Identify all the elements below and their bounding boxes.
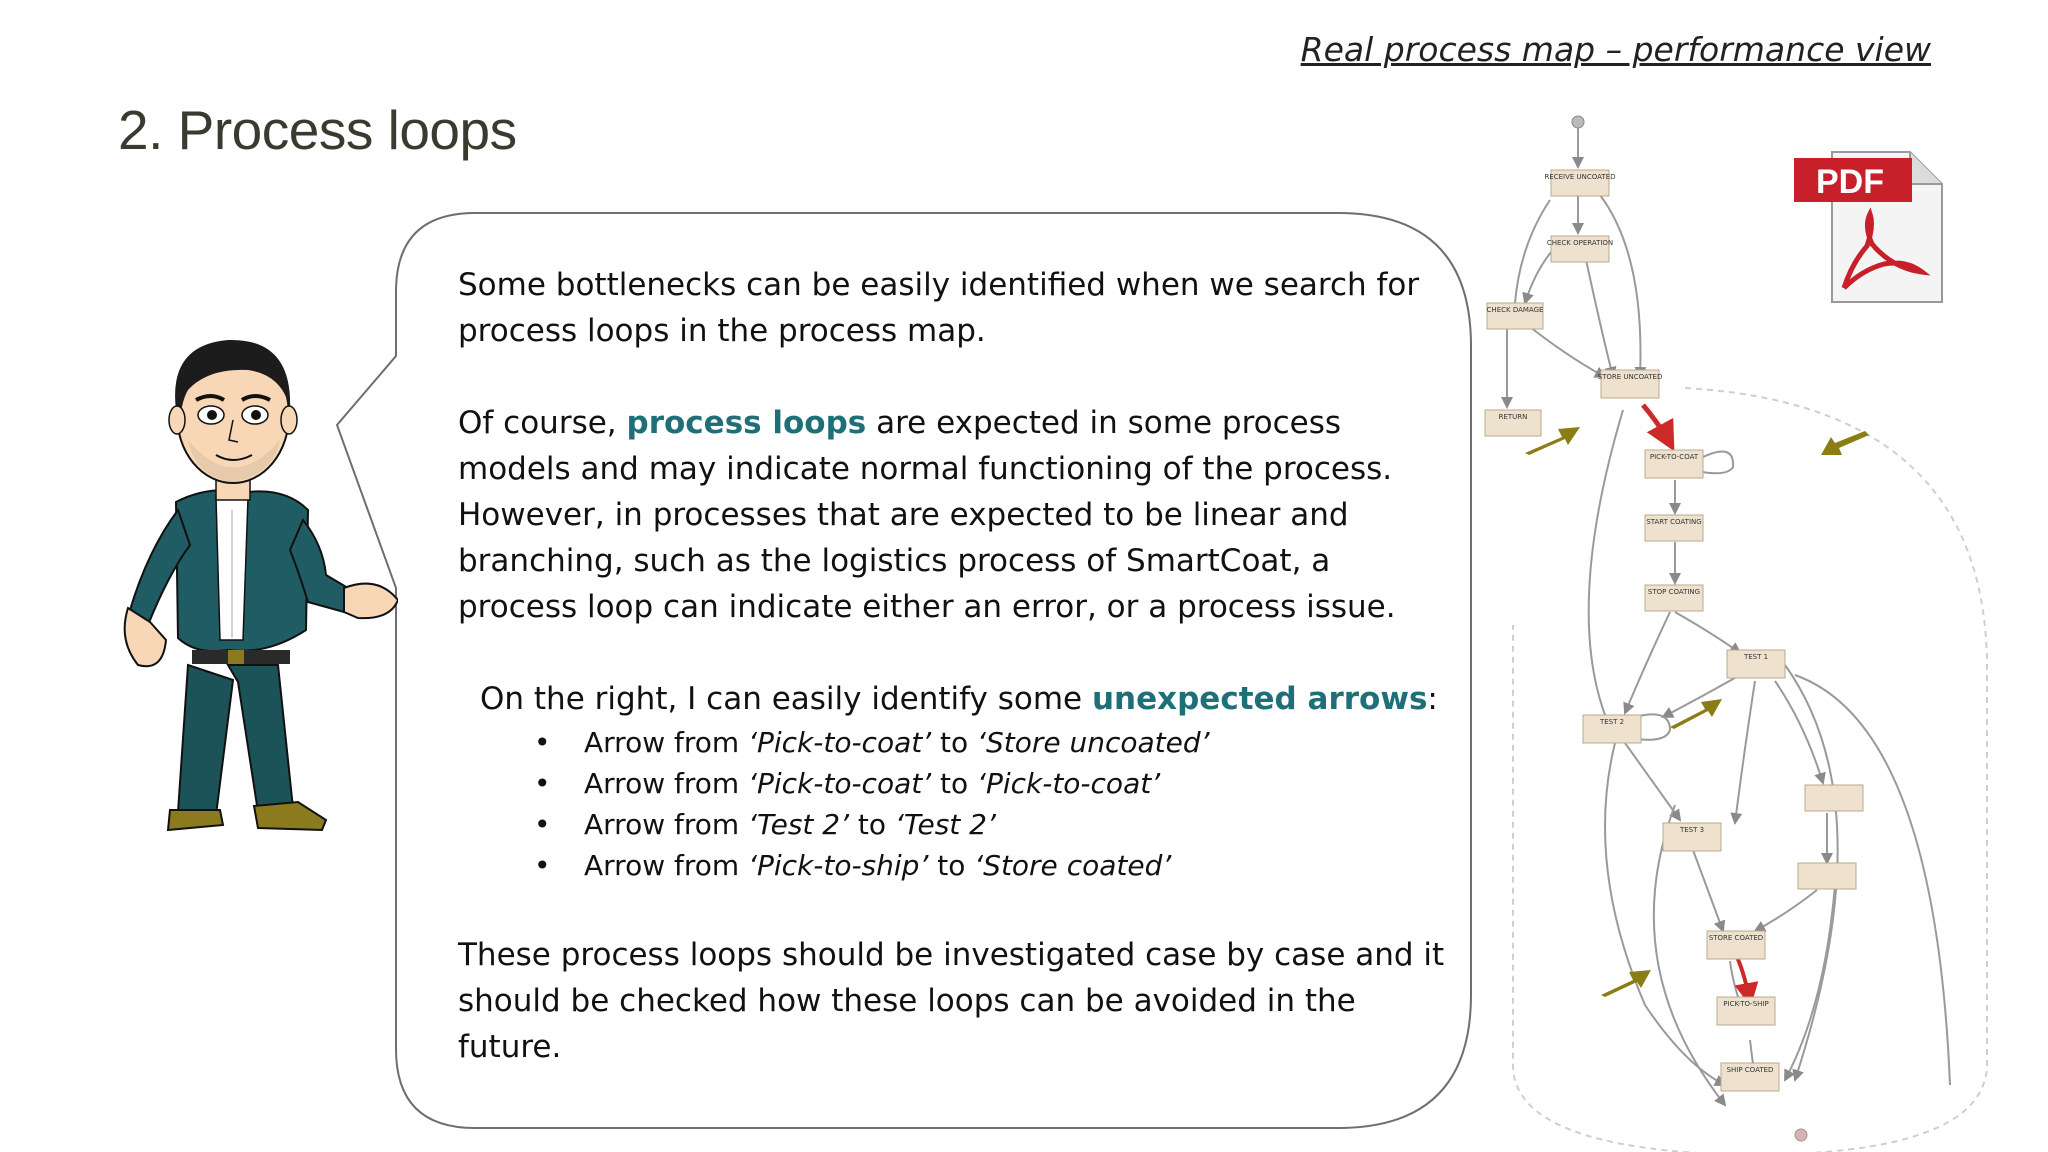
paragraph-expected-loops-prefix: Of course, bbox=[458, 405, 627, 441]
loop-edge-pick-to-ship bbox=[1734, 956, 1759, 1007]
list-item: • Arrow from ‘Test 2’ to ‘Test 2’ bbox=[534, 804, 1448, 845]
arrow-list: • Arrow from ‘Pick-to-coat’ to ‘Store unc… bbox=[458, 722, 1448, 886]
node-label: TEST 1 bbox=[1743, 653, 1768, 661]
bullet-to: ‘Pick-to-coat’ bbox=[977, 767, 1161, 800]
list-item: • Arrow from ‘Pick-to-coat’ to ‘Store unc… bbox=[534, 722, 1448, 763]
speech-bubble bbox=[330, 208, 1480, 1133]
pointer-arrow-icon bbox=[1525, 427, 1580, 455]
map-edges bbox=[1501, 128, 1951, 1107]
bubble-text: Some bottlenecks can be easily identifie… bbox=[458, 262, 1448, 1070]
map-nodes: RECEIVE UNCOATED CHECK OPERATION CHECK D… bbox=[1484, 169, 1864, 1092]
node-pick-to-coat bbox=[1644, 449, 1704, 479]
pointer-arrow-icon bbox=[1601, 970, 1651, 997]
node-label: TEST 2 bbox=[1599, 718, 1624, 726]
dashed-frame-edge bbox=[1512, 387, 1988, 1152]
node-test-3 bbox=[1662, 822, 1722, 852]
paragraph-unexpected-colon: : bbox=[1427, 681, 1438, 717]
bullet-prefix: Arrow from bbox=[584, 808, 749, 841]
node-unlabeled-a bbox=[1804, 784, 1864, 812]
node-label: RETURN bbox=[1499, 413, 1528, 421]
highlight-process-loops: process loops bbox=[626, 405, 867, 441]
node-label: PICK-TO-SHIP bbox=[1723, 1000, 1768, 1008]
list-item: • Arrow from ‘Pick-to-ship’ to ‘Store coa… bbox=[534, 845, 1448, 886]
node-label: STORE COATED bbox=[1709, 934, 1763, 942]
bullet-dot: • bbox=[534, 767, 551, 800]
bullet-to-word: to bbox=[928, 849, 975, 882]
start-node bbox=[1571, 115, 1585, 129]
node-pick-to-ship bbox=[1716, 996, 1776, 1026]
node-return bbox=[1484, 409, 1542, 437]
bullet-from: ‘Test 2’ bbox=[748, 808, 850, 841]
node-label: CHECK DAMAGE bbox=[1487, 306, 1544, 314]
bullet-dot: • bbox=[534, 849, 551, 882]
list-item: • Arrow from ‘Pick-to-coat’ to ‘Pick-to-c… bbox=[534, 763, 1448, 804]
loop-pick-to-coat bbox=[1696, 450, 1735, 475]
bullet-prefix: Arrow from bbox=[584, 767, 749, 800]
highlight-unexpected-arrows: unexpected arrows bbox=[1091, 681, 1428, 717]
node-stop-coating bbox=[1644, 584, 1704, 612]
bullet-prefix: Arrow from bbox=[584, 849, 749, 882]
paragraph-unexpected-prefix: On the right, I can easily identify some bbox=[480, 681, 1092, 717]
bullet-to-word: to bbox=[849, 808, 895, 841]
bullet-from: ‘Pick-to-ship’ bbox=[748, 849, 929, 882]
loop-edge-store-uncoated bbox=[1641, 403, 1675, 452]
node-label: CHECK OPERATION bbox=[1547, 239, 1613, 247]
presenter-character bbox=[123, 339, 398, 832]
pdf-label: PDF bbox=[1816, 163, 1884, 201]
node-check-damage bbox=[1486, 302, 1544, 330]
pointer-arrows bbox=[1525, 427, 1869, 997]
node-ship-coated bbox=[1720, 1062, 1780, 1092]
bullet-dot: • bbox=[534, 726, 551, 759]
bullet-to: ‘Test 2’ bbox=[894, 808, 996, 841]
speech-bubble-outline bbox=[335, 212, 1472, 1129]
node-unlabeled-b bbox=[1797, 862, 1857, 890]
node-label: START COATING bbox=[1646, 518, 1701, 526]
node-label: RECEIVE UNCOATED bbox=[1544, 173, 1615, 181]
paragraph-bottlenecks: Some bottlenecks can be easily identifie… bbox=[458, 267, 1420, 349]
node-test-2 bbox=[1582, 714, 1642, 744]
node-label: PICK-TO-COAT bbox=[1650, 453, 1699, 461]
end-node bbox=[1794, 1128, 1808, 1142]
bullet-to: ‘Store coated’ bbox=[974, 849, 1172, 882]
pdf-icon: PDF bbox=[1794, 151, 1943, 303]
loop-test-2 bbox=[1624, 713, 1672, 741]
node-test-1 bbox=[1726, 649, 1786, 679]
node-label: TEST 3 bbox=[1679, 826, 1704, 834]
paragraph-unexpected-arrows: On the right, I can easily identify some… bbox=[458, 676, 1448, 722]
pointer-arrow-icon bbox=[1821, 431, 1869, 455]
bullet-to: ‘Store uncoated’ bbox=[977, 726, 1210, 759]
node-receive bbox=[1550, 169, 1610, 197]
node-label: STOP COATING bbox=[1648, 588, 1700, 596]
node-label: SHIP COATED bbox=[1727, 1066, 1774, 1074]
slide-title: 2. Process loops bbox=[118, 99, 517, 161]
node-check-operation bbox=[1550, 235, 1610, 263]
paragraph-expected-loops-rest: are expected in some process models and … bbox=[458, 405, 1396, 625]
node-store-uncoated bbox=[1600, 369, 1660, 399]
bullet-from: ‘Pick-to-coat’ bbox=[748, 767, 932, 800]
bullet-dot: • bbox=[534, 808, 551, 841]
bullet-to-word: to bbox=[931, 767, 978, 800]
bullet-prefix: Arrow from bbox=[584, 726, 749, 759]
slide-caption: Real process map – performance view bbox=[1300, 30, 1931, 69]
bullet-from: ‘Pick-to-coat’ bbox=[748, 726, 932, 759]
paragraph-expected-loops: Of course, process loops are expected in… bbox=[458, 400, 1448, 630]
bullet-to-word: to bbox=[931, 726, 978, 759]
pointer-arrow-icon bbox=[1670, 699, 1722, 729]
node-label: STORE UNCOATED bbox=[1598, 373, 1663, 381]
process-map: RECEIVE UNCOATED CHECK OPERATION CHECK D… bbox=[1484, 115, 1988, 1152]
node-store-coated bbox=[1706, 930, 1766, 960]
paragraph-investigate: These process loops should be investigat… bbox=[458, 937, 1445, 1065]
node-start-coating bbox=[1644, 514, 1704, 542]
